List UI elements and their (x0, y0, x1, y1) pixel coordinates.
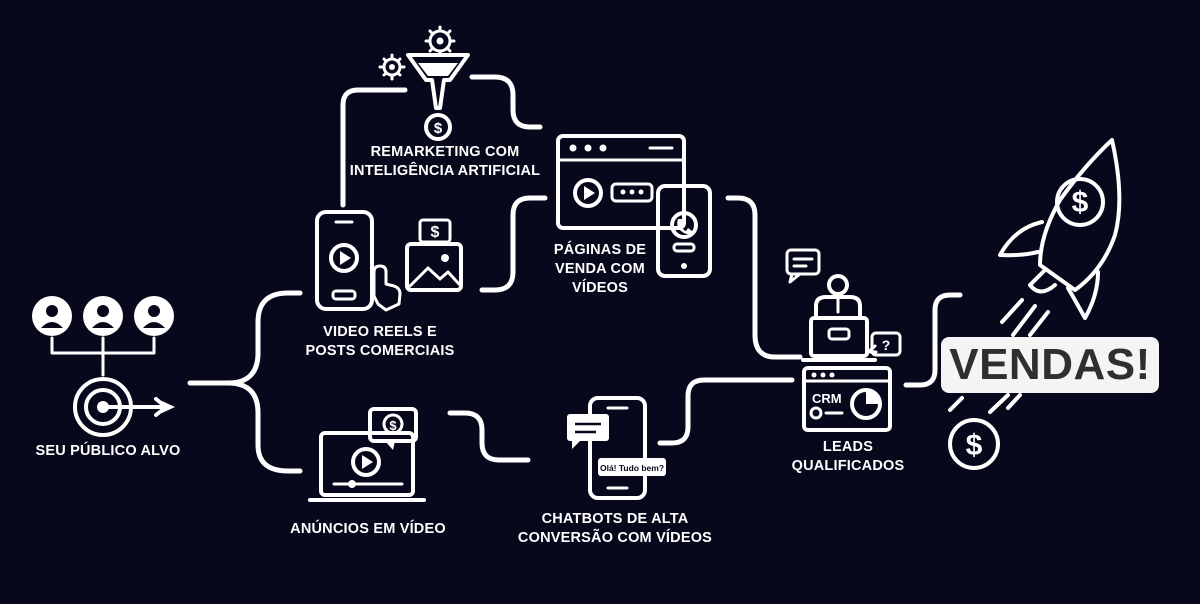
pointing-hand-icon (372, 264, 402, 312)
laptop-video-icon: $ (308, 407, 426, 502)
crm-text: CRM (812, 391, 842, 406)
sales-label-box (941, 337, 1159, 393)
node-label-remarketing: REMARKETING COM INTELIGÊNCIA ARTIFICIAL (349, 144, 541, 179)
image-dollar-icon: $ (405, 218, 463, 292)
person-icon (32, 296, 72, 336)
node-label-chatbots: CHATBOTS DE ALTA CONVERSÃO COM VÍDEOS (517, 511, 713, 546)
sales-label: VENDAS! (949, 340, 1151, 389)
dollar-glyph: $ (434, 120, 443, 137)
smartphone-video-icon (315, 210, 374, 311)
dollar-glyph: $ (389, 418, 397, 433)
question-glyph: ? (882, 337, 891, 353)
gear-icon (424, 25, 456, 57)
node-label-leads: LEADS QUALIFICADOS (791, 439, 905, 474)
gear-icon (378, 53, 406, 81)
node-label-audience: SEU PÚBLICO ALVO (35, 443, 181, 459)
rocket-dollar-icon: $ $ (948, 138, 1122, 470)
node-label-ads: ANÚNCIOS EM VÍDEO (290, 521, 446, 537)
funnel-gears-icon: $ (378, 25, 470, 141)
browser-phone-icon (556, 134, 712, 278)
dollar-glyph: $ (966, 429, 983, 462)
phone-chat-icon: Olá! Tudo bem? (567, 396, 666, 500)
dollar-glyph: $ (1072, 186, 1089, 219)
chat-bubble-text: Olá! Tudo bem? (600, 463, 664, 473)
node-label-pages: PÁGINAS DE VENDA COM VÍDEOS (553, 242, 647, 296)
target-audience-icon (32, 296, 175, 437)
person-icon (83, 296, 123, 336)
dollar-glyph: $ (431, 224, 440, 241)
person-icon (134, 296, 174, 336)
connector-lines (187, 74, 963, 474)
crm-agent-icon: ? CRM (785, 248, 902, 432)
node-label-reels: VIDEO REELS E POSTS COMERCIAIS (305, 324, 455, 359)
